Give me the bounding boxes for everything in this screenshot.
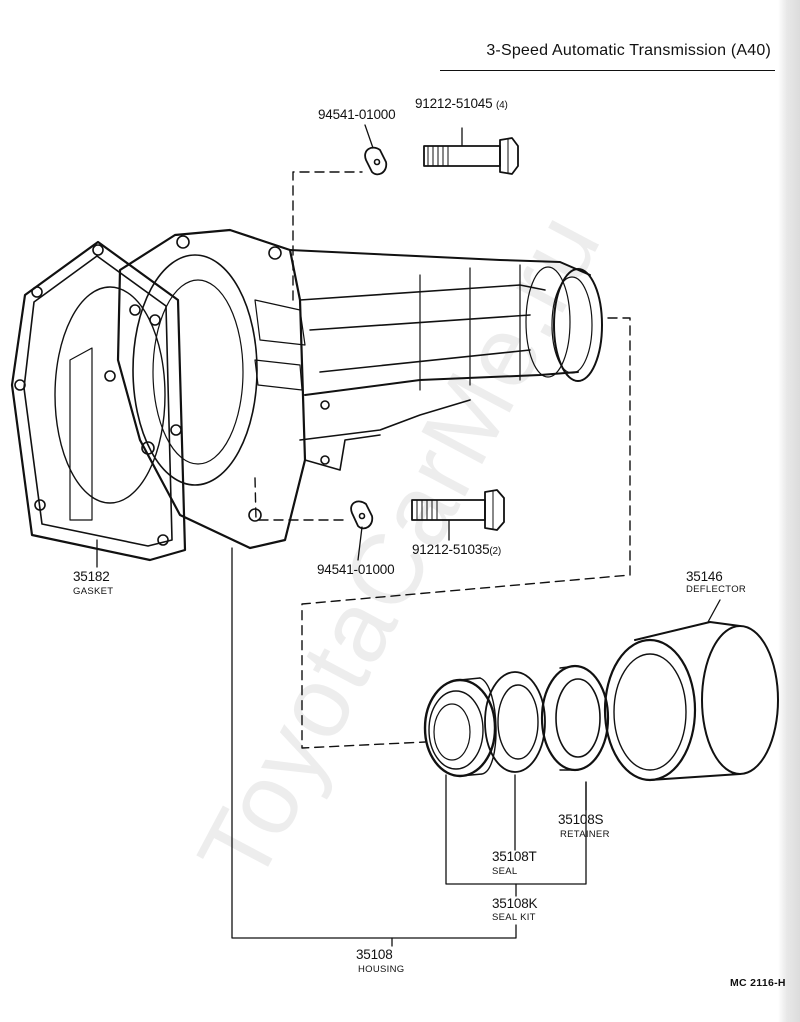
retainer-drawing bbox=[540, 664, 610, 772]
lower-bolt-drawing bbox=[411, 489, 505, 531]
diagram-reference-code: MC 2116-H bbox=[730, 977, 786, 989]
deflector-number: 35146 bbox=[686, 569, 723, 584]
seal-name: SEAL bbox=[492, 866, 518, 877]
lower-plate-drawing bbox=[350, 500, 374, 530]
scan-edge-shadow bbox=[778, 0, 800, 1022]
retainer-name: RETAINER bbox=[560, 829, 610, 840]
housing-name: HOUSING bbox=[358, 964, 405, 975]
seal-kit-name: SEAL KIT bbox=[492, 912, 536, 923]
leader-lines bbox=[96, 124, 721, 947]
upper-plate-drawing bbox=[364, 146, 388, 176]
assembly-dashed-lines bbox=[254, 171, 631, 749]
upper-plate-number: 94541-01000 bbox=[318, 107, 396, 122]
upper-bolt-number: 91212-51045 bbox=[415, 96, 493, 111]
upper-bolt-qty: (4) bbox=[495, 100, 508, 111]
upper-bolt-drawing bbox=[423, 137, 519, 175]
seal-drawing bbox=[423, 677, 497, 778]
page-header: 3-Speed Automatic Transmission (A40) bbox=[440, 40, 775, 71]
lower-bolt-qty: (2) bbox=[489, 546, 502, 557]
deflector-name: DEFLECTOR bbox=[686, 584, 747, 595]
lower-bolt-label: 91212-51035(2) bbox=[412, 543, 501, 559]
gasket-name: GASKET bbox=[73, 586, 114, 597]
page-title: 3-Speed Automatic Transmission (A40) bbox=[486, 42, 771, 59]
deflector-drawing bbox=[603, 621, 779, 782]
seal-number: 35108T bbox=[492, 849, 537, 864]
seal-kit-number: 35108K bbox=[492, 896, 538, 911]
lower-plate-number: 94541-01000 bbox=[317, 562, 395, 577]
retainer-number: 35108S bbox=[558, 812, 604, 827]
gasket-drawing bbox=[10, 240, 187, 562]
gasket-number: 35182 bbox=[73, 569, 110, 584]
housing-number: 35108 bbox=[356, 947, 393, 962]
lower-bolt-number: 91212-51035 bbox=[412, 542, 490, 557]
ring-drawing bbox=[484, 671, 546, 773]
upper-bolt-label: 91212-51045 (4) bbox=[415, 97, 508, 113]
housing-drawing bbox=[116, 228, 603, 550]
